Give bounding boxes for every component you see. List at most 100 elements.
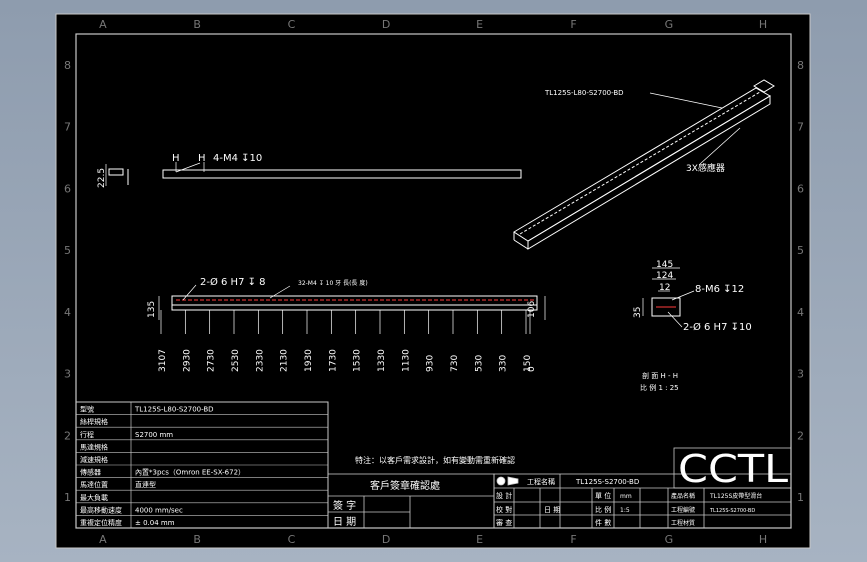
- check-label: 校 對: [496, 505, 512, 514]
- special-note: 特注：以客戶需求設計，如有變動需重新確認: [355, 455, 515, 465]
- zone-column-label: H: [759, 18, 767, 31]
- customer-box-title: 客戶簽章確認處: [370, 479, 440, 492]
- qty-label: 件 數: [595, 518, 611, 527]
- iso-rail-side-face: [527, 95, 771, 250]
- position-label: 2330: [255, 349, 265, 372]
- zone-row-label: 1: [797, 491, 804, 504]
- spec-row-label: 馬達規格: [80, 442, 108, 451]
- section-dim-145: 145: [656, 260, 673, 270]
- position-label: 1330: [377, 349, 387, 372]
- spec-row-label: 行程: [80, 430, 94, 439]
- product-name-label: 產品名稱: [671, 492, 695, 500]
- position-label: 1730: [328, 349, 338, 372]
- section-scale: 比 例 1 : 25: [640, 383, 679, 392]
- spec-row-label: 馬達位置: [80, 480, 108, 489]
- section-callout-bottom: 2-Ø 6 H7 ↧10: [683, 321, 752, 333]
- position-label: 2530: [231, 349, 241, 372]
- top-view-hole-callout: 4-M4 ↧10: [213, 153, 262, 164]
- scale-label: 比 例: [595, 505, 611, 514]
- iso-part-leader: [649, 92, 723, 109]
- spec-row-value: TL125S-L80-S2700-BD: [134, 406, 214, 414]
- position-label: 150: [523, 355, 533, 372]
- zone-row-label: 2: [797, 429, 804, 442]
- zone-column-label: F: [570, 18, 576, 31]
- front-view-rail-leader: [269, 285, 291, 299]
- spec-row-label: 最大負載: [80, 493, 108, 502]
- section-dim-35: 35: [633, 307, 643, 318]
- position-label: 2930: [182, 349, 192, 372]
- section-top-leader: [671, 290, 695, 301]
- spec-row-value: ± 0.04 mm: [135, 519, 175, 527]
- zone-column-label: E: [476, 533, 483, 546]
- zone-column-label: A: [99, 18, 107, 31]
- section-title: 剖 面 H - H: [642, 371, 678, 380]
- spec-row-label: 最高移動速度: [80, 505, 122, 514]
- section-callout-top: 8-M6 ↧12: [695, 284, 744, 295]
- position-label: 730: [450, 355, 460, 372]
- zone-column-label: D: [382, 18, 390, 31]
- position-label: 0: [527, 366, 537, 372]
- isometric-view: [513, 79, 775, 250]
- iso-sensor-leader: [699, 127, 741, 165]
- spec-row-label: 型號: [80, 405, 94, 414]
- zone-column-label: F: [570, 533, 576, 546]
- customer-date-label: 日 期: [333, 516, 356, 528]
- section-bottom-leader: [667, 311, 683, 328]
- unit-label: 單 位: [595, 491, 611, 500]
- zone-row-label: 6: [64, 182, 71, 195]
- sheet-outer-border: [55, 13, 811, 549]
- date-label: 日 期: [544, 506, 560, 514]
- spec-row-value: 直連型: [135, 480, 156, 489]
- zone-column-label: B: [193, 18, 201, 31]
- design-label: 設 計: [496, 491, 512, 500]
- projection-symbol-circle: [496, 476, 506, 486]
- position-label: 330: [499, 355, 509, 372]
- zone-row-label: 3: [64, 368, 71, 381]
- spec-row-label: 絲桿規格: [80, 417, 108, 426]
- position-label: 1530: [353, 349, 363, 372]
- customer-sign-label: 簽 字: [333, 499, 356, 512]
- front-view-left-dim: 135: [147, 301, 157, 318]
- product-name: TL125S皮帶型滑台: [709, 492, 762, 500]
- zone-row-label: 3: [797, 368, 804, 381]
- spec-row-value: S2700 mm: [135, 431, 173, 439]
- drawing-name-label: 工程名稱: [527, 477, 555, 486]
- position-label: 530: [474, 355, 484, 372]
- zone-column-label: G: [665, 18, 674, 31]
- front-view-rail: [171, 295, 538, 311]
- position-label: 930: [426, 355, 436, 372]
- iso-end-block: [753, 79, 775, 93]
- zone-column-label: D: [382, 533, 390, 546]
- zone-column-label: E: [476, 18, 483, 31]
- spec-row-value: 內置*3pcs（Omron EE-SX-672）: [135, 468, 245, 477]
- position-label: 1930: [304, 349, 314, 372]
- spec-row-label: 傳感器: [80, 468, 101, 477]
- zone-column-label: G: [665, 533, 674, 546]
- position-label: 2730: [207, 349, 217, 372]
- front-view-pin-callout: 2-Ø 6 H7 ↧ 8: [200, 276, 266, 288]
- top-view-h-mark-left: H: [172, 153, 180, 164]
- top-view-end-profile: [108, 168, 124, 176]
- zone-row-label: 4: [64, 306, 71, 319]
- zone-row-label: 7: [64, 121, 71, 134]
- position-label: 3107: [158, 349, 168, 372]
- section-view: [642, 267, 695, 328]
- drawing-code: TL125S-S2700-BD: [709, 508, 755, 514]
- position-label: 1130: [401, 349, 411, 372]
- zone-row-label: 1: [64, 491, 71, 504]
- drawing-name: TL125S-S2700-BD: [575, 478, 639, 486]
- zone-column-label: C: [288, 18, 296, 31]
- spec-row-label: 重複定位精度: [80, 518, 122, 527]
- front-view-rail-callout: 32-M4 ↧ 10 牙 長(長 度): [298, 279, 368, 287]
- zone-column-label: A: [99, 533, 107, 546]
- zone-row-label: 7: [797, 121, 804, 134]
- top-view-height-dim: 22.5: [97, 168, 107, 188]
- company-logo: CCTL: [678, 447, 788, 491]
- material-label: 工程材質: [671, 519, 695, 527]
